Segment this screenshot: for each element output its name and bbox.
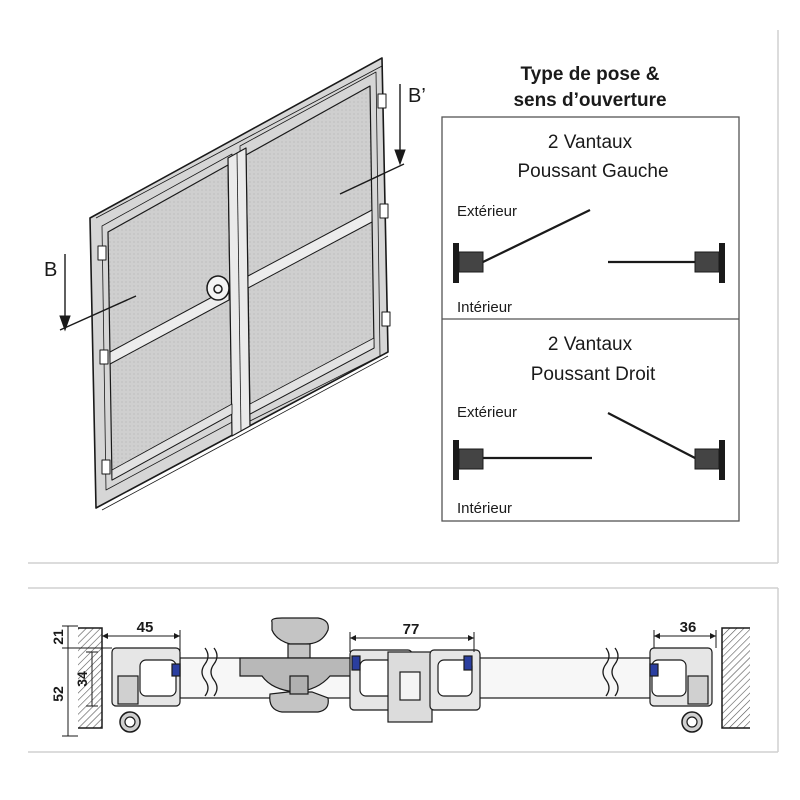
- option-poussant-gauche: 2 Vantaux Poussant Gauche Extérieur Inté…: [453, 132, 725, 316]
- dim-right-width: 36: [680, 619, 697, 636]
- option-1-exterior: Extérieur: [457, 203, 517, 220]
- label-b: B: [44, 259, 57, 281]
- panel-title-line2: sens d’ouverture: [513, 90, 666, 111]
- hinges-right: [377, 93, 391, 327]
- label-b-prime: B’: [408, 85, 426, 107]
- frame-borders: [28, 30, 779, 753]
- dim-top-offset: 21: [50, 629, 66, 645]
- option-1-line2: Poussant Gauche: [517, 161, 668, 182]
- option-poussant-droit: 2 Vantaux Poussant Droit Extérieur Intér…: [453, 334, 725, 517]
- handle-icon: [206, 275, 230, 301]
- section-marker-b-prime: [339, 84, 406, 195]
- door-isometric: [89, 57, 391, 511]
- panel-title-line1: Type de pose &: [520, 64, 659, 85]
- right-profile: [649, 647, 713, 733]
- left-rail: [109, 287, 230, 365]
- dim-total-height: 52: [50, 686, 66, 702]
- section-marker-b: [59, 254, 137, 332]
- hinges-left: [97, 245, 111, 475]
- option-2-exterior: Extérieur: [457, 404, 517, 421]
- dim-inner-height: 34: [74, 671, 90, 687]
- section-drawing: [78, 617, 750, 733]
- section-handle: [239, 617, 356, 713]
- dim-left-width: 45: [137, 619, 154, 636]
- dimension-lines: [62, 625, 717, 737]
- right-wall: [722, 628, 750, 728]
- center-profiles: [349, 649, 481, 723]
- dim-center-width: 77: [403, 621, 420, 638]
- option-1-interior: Intérieur: [457, 299, 512, 316]
- option-1-line1: 2 Vantaux: [548, 132, 633, 153]
- option-2-interior: Intérieur: [457, 500, 512, 517]
- left-profile: [111, 647, 181, 733]
- break-marks: [201, 647, 619, 697]
- option-2-line1: 2 Vantaux: [548, 334, 633, 355]
- right-rail: [247, 209, 373, 289]
- option-2-line2: Poussant Droit: [531, 364, 656, 385]
- left-wall: [78, 628, 102, 728]
